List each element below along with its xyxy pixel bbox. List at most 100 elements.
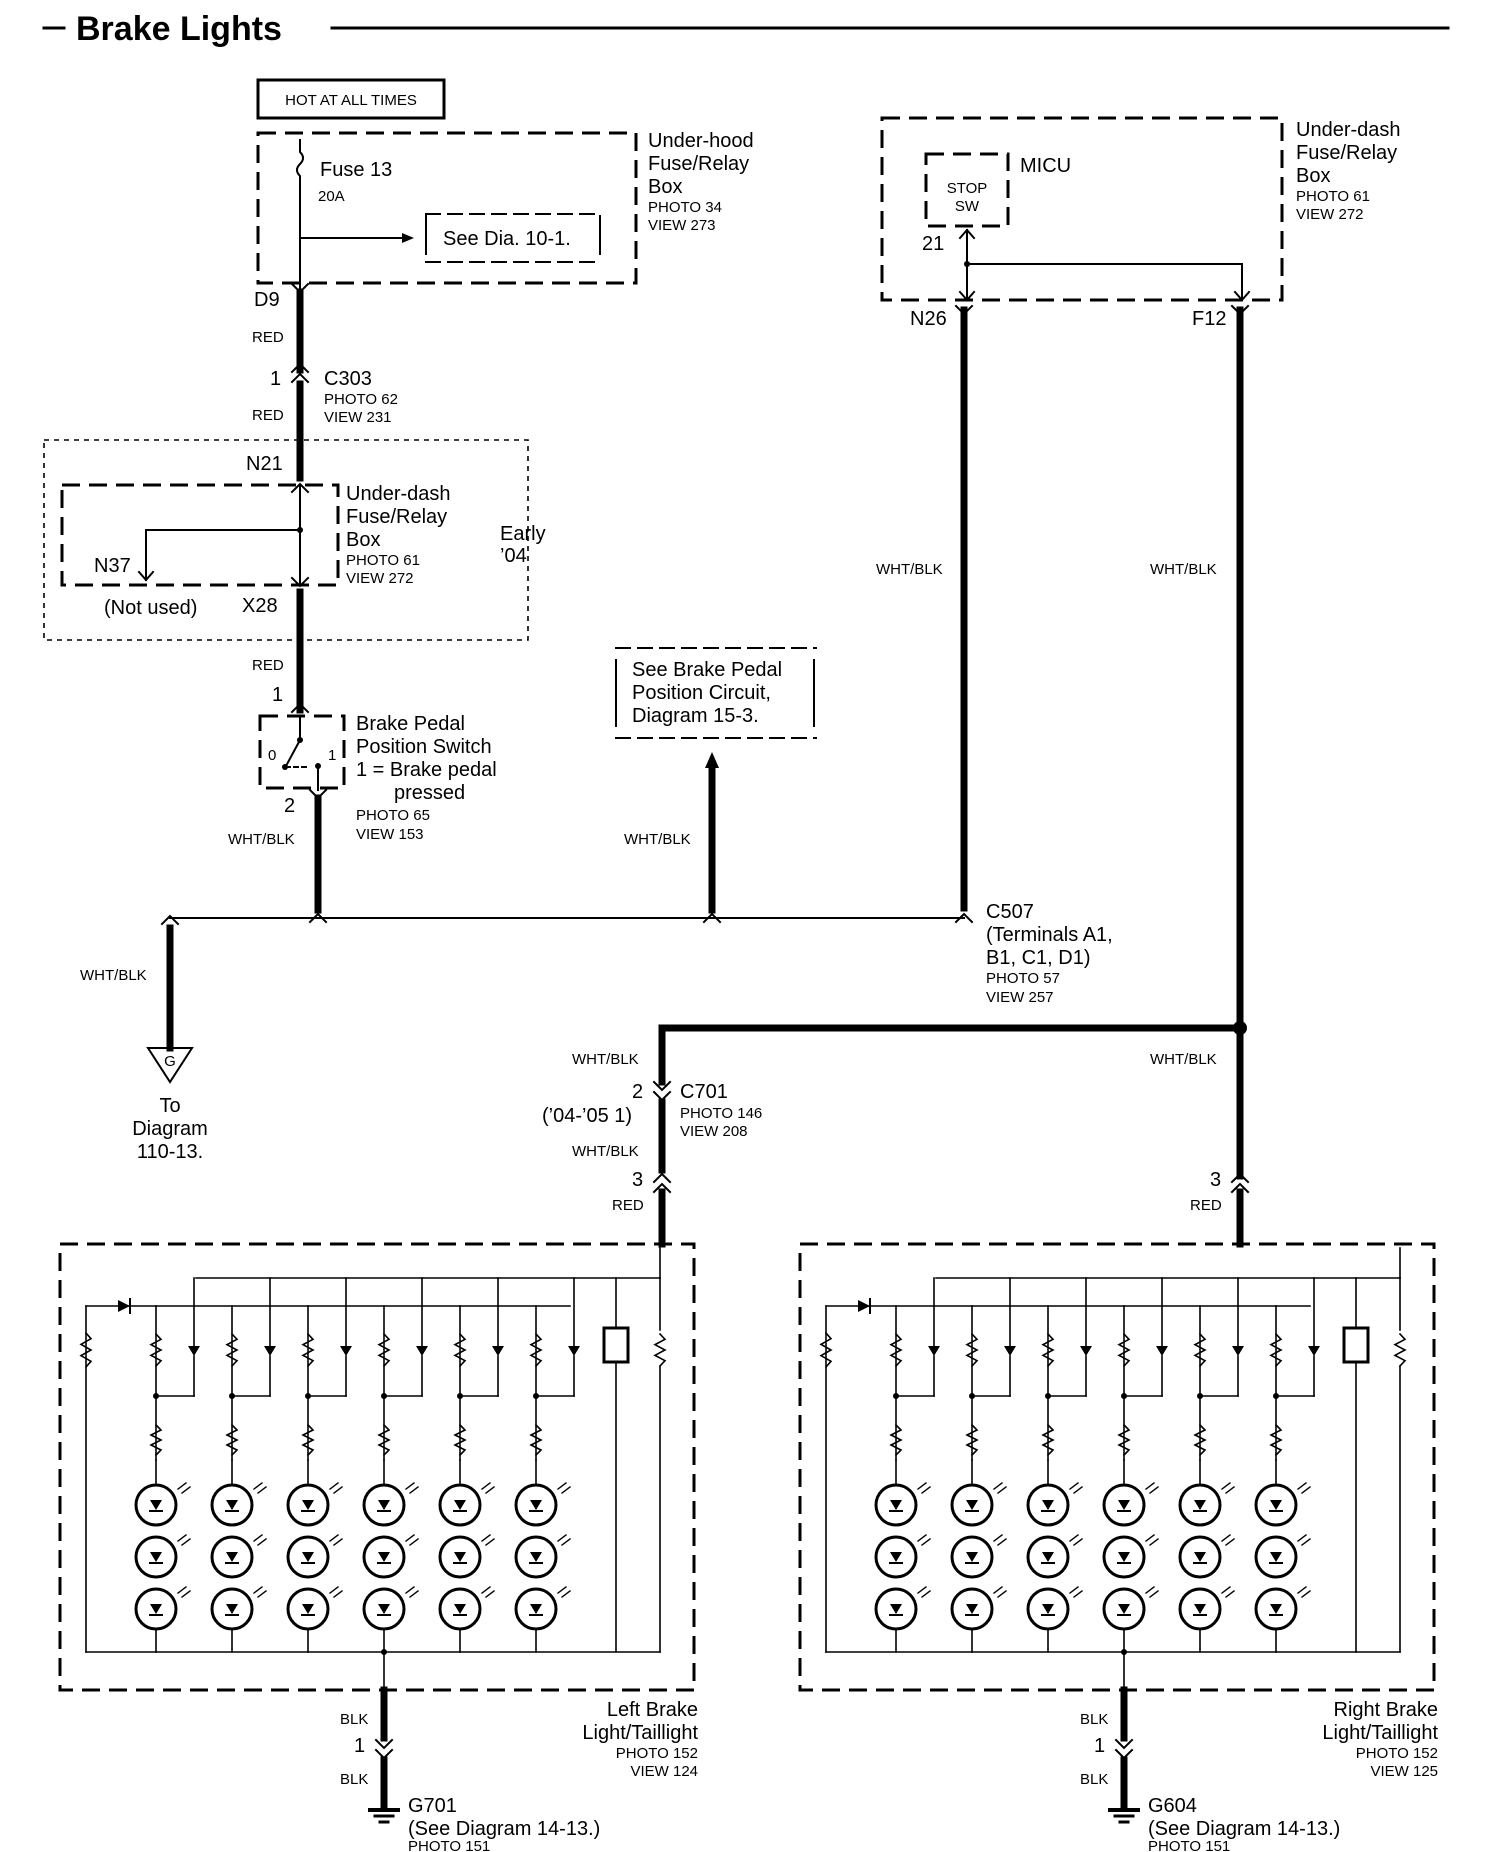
wire-color-whtblk-4: WHT/BLK <box>876 561 943 578</box>
diode-icon <box>568 1346 580 1356</box>
switch-pin-1: 1 <box>272 684 283 706</box>
wire-color-blk-1: BLK <box>340 1711 368 1728</box>
early-04-label-2: ’04 <box>500 545 527 567</box>
see-bpp-label-3: Diagram 15-3. <box>632 705 759 727</box>
diode-icon <box>340 1346 352 1356</box>
c507-view: VIEW 257 <box>986 989 1054 1006</box>
resistor-icon <box>453 1423 467 1457</box>
resistor-icon <box>149 1423 163 1457</box>
g701-see: (See Diagram 14-13.) <box>408 1818 600 1840</box>
c303-photo: PHOTO 62 <box>324 391 398 408</box>
bpp-switch-label-1: Brake Pedal <box>356 713 465 735</box>
bpp-switch-label-2: Position Switch <box>356 736 492 758</box>
resistor-icon <box>149 1332 163 1368</box>
diode-icon <box>1232 1346 1244 1356</box>
resistor-icon <box>301 1423 315 1457</box>
right-lamp-labels: Right Brake Light/Taillight PHOTO 152 VI… <box>1322 1699 1438 1780</box>
underhood-box-label-1: Under-hood <box>648 130 754 152</box>
underdash-box-label-2: Fuse/Relay <box>346 506 447 528</box>
led-icon <box>210 1535 254 1579</box>
resistor-icon <box>819 1331 833 1369</box>
micu-output-wires: WHT/BLK WHT/BLK WHT/BLK WHT/BLK <box>572 304 1250 1180</box>
c507-label-2: (Terminals A1, <box>986 924 1113 946</box>
right-ground-pin-1: 1 <box>1094 1735 1105 1757</box>
c701-view: VIEW 208 <box>680 1123 748 1140</box>
resistor-icon <box>1117 1423 1131 1457</box>
early-04-region: Early ’04 N21 N37 (Not used) X28 Under-d… <box>43 439 546 641</box>
led-icon <box>514 1535 558 1579</box>
underdash2-view: VIEW 272 <box>1296 206 1364 223</box>
g701-photo: PHOTO 151 <box>408 1838 490 1852</box>
led-icon <box>1254 1535 1298 1579</box>
led-icon <box>362 1535 406 1579</box>
underdash-box-view: VIEW 272 <box>346 570 414 587</box>
resistor-icon <box>377 1423 391 1457</box>
wire-color-blk-2: BLK <box>340 1771 368 1788</box>
underdash2-label-1: Under-dash <box>1296 119 1401 141</box>
right-light-view: VIEW 125 <box>1370 1763 1438 1780</box>
diode-icon <box>492 1346 504 1356</box>
left-lamp-labels: Left Brake Light/Taillight PHOTO 152 VIE… <box>582 1699 698 1780</box>
resistor-icon <box>1393 1332 1407 1368</box>
led-icon <box>438 1535 482 1579</box>
resistor-icon <box>965 1423 979 1457</box>
diode-icon <box>1308 1346 1320 1356</box>
led-icon <box>1178 1535 1222 1579</box>
c701-years: (’04-’05 1) <box>542 1105 632 1127</box>
wire-color-whtblk-6: WHT/BLK <box>1150 1051 1217 1068</box>
resistor-icon <box>1117 1332 1131 1368</box>
g604-photo: PHOTO 151 <box>1148 1838 1230 1852</box>
wire-color-red-5: RED <box>1190 1197 1222 1214</box>
diode-icon <box>188 1346 200 1356</box>
arrow-up-icon <box>705 752 719 768</box>
diode-icon <box>118 1300 130 1312</box>
stop-sw-label-2: SW <box>955 198 980 215</box>
resistor-icon <box>965 1332 979 1368</box>
c507-label-3: B1, C1, D1) <box>986 947 1090 969</box>
resistor-icon <box>79 1331 93 1369</box>
diode-icon <box>858 1300 870 1312</box>
resistor-icon <box>453 1332 467 1368</box>
right-pin-3: 3 <box>1210 1169 1221 1191</box>
c507-photo: PHOTO 57 <box>986 970 1060 987</box>
right-light-photo: PHOTO 152 <box>1356 1745 1438 1762</box>
resistor-icon <box>889 1332 903 1368</box>
resistor-icon <box>377 1332 391 1368</box>
led-icon <box>134 1535 178 1579</box>
led-icon <box>286 1535 330 1579</box>
see-dia-10-1: See Dia. 10-1. <box>443 228 571 250</box>
wire-color-red-1: RED <box>252 329 284 346</box>
see-bpp-circuit-box: See Brake Pedal Position Circuit, Diagra… <box>615 647 817 914</box>
underdash-box-photo: PHOTO 61 <box>346 552 420 569</box>
c303-pin: 1 <box>270 368 281 390</box>
diode-icon <box>1080 1346 1092 1356</box>
resistor-icon <box>653 1332 667 1368</box>
underdash2-photo: PHOTO 61 <box>1296 188 1370 205</box>
relay-icon <box>602 1326 630 1364</box>
fuse-rating: 20A <box>318 188 345 205</box>
underhood-box-label-3: Box <box>648 176 682 198</box>
g701-label: G701 <box>408 1795 457 1817</box>
whtblk-bus: WHT/BLK G To Diagram 110-13. C507 (Termi… <box>80 901 1113 1163</box>
x28-label: X28 <box>242 595 278 617</box>
diode-icon <box>416 1346 428 1356</box>
wire-color-blk-3: BLK <box>1080 1711 1108 1728</box>
underdash-box-label-3: Box <box>346 529 380 551</box>
diagram-title: Brake Lights <box>42 10 1450 48</box>
ground-g-icon <box>146 1047 194 1084</box>
led-icon <box>1102 1535 1146 1579</box>
left-light-label-1: Left Brake <box>607 1699 698 1721</box>
underdash-box-label-1: Under-dash <box>346 483 451 505</box>
switch-pos-0: 0 <box>268 747 276 764</box>
left-ground-pin-1: 1 <box>354 1735 365 1757</box>
c701-photo: PHOTO 146 <box>680 1105 762 1122</box>
to-diagram-3: 110-13. <box>137 1141 203 1163</box>
wire-color-whtblk-3: WHT/BLK <box>80 967 147 984</box>
diode-icon <box>1156 1346 1168 1356</box>
c701-pin-2: 2 <box>632 1081 643 1103</box>
resistor-icon <box>1193 1423 1207 1457</box>
left-ground-g701: BLK 1 BLK G701 (See Diagram 14-13.) PHOT… <box>340 1686 600 1852</box>
wire-color-red-2: RED <box>252 407 284 424</box>
diode-icon <box>264 1346 276 1356</box>
resistor-icon <box>225 1332 239 1368</box>
